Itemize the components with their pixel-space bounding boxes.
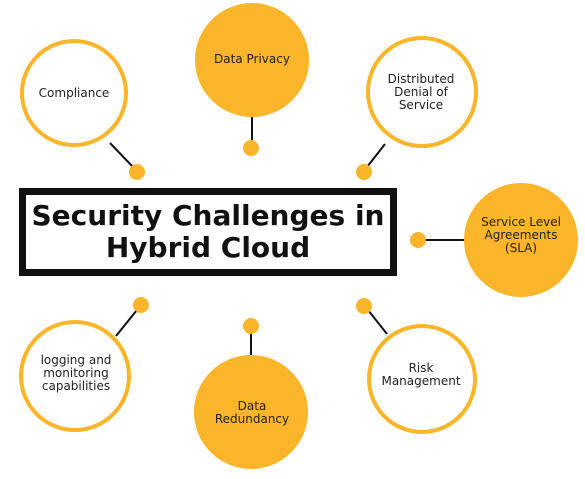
connector-compliance [109, 142, 134, 168]
connector-logging [115, 309, 138, 337]
connector-dot-data-redundancy [243, 318, 259, 334]
central-title-box: Security Challenges in Hybrid Cloud [19, 188, 397, 276]
node-label-compliance: Compliance [38, 85, 110, 100]
connector-ddos [366, 143, 386, 168]
connector-dot-risk-management [356, 298, 372, 314]
node-label-risk-management: Risk Management [381, 361, 461, 388]
connector-dot-sla [410, 232, 426, 248]
node-circle-data-privacy [195, 3, 309, 117]
connector-dot-compliance [129, 164, 145, 180]
node-circle-ddos [366, 36, 478, 148]
node-label-data-privacy: Data Privacy [214, 51, 290, 66]
central-title: Security Challenges in Hybrid Cloud [31, 199, 385, 264]
connector-dot-data-privacy [243, 140, 259, 156]
node-label-data-redundancy: Data Redundancy [214, 399, 290, 426]
node-label-ddos: Distributed Denial of Service [387, 71, 455, 112]
connector-dot-ddos [356, 164, 372, 180]
connector-dot-logging [133, 297, 149, 313]
connector-risk-management [367, 309, 388, 335]
node-circle-compliance [20, 39, 128, 147]
node-label-logging: logging and monitoring capabilities [40, 352, 112, 393]
node-circle-logging [19, 320, 131, 432]
node-circle-risk-management [367, 324, 477, 434]
node-circle-data-redundancy [194, 355, 308, 469]
node-circle-sla [464, 183, 578, 297]
node-label-sla: Service Level Agreements (SLA) [481, 214, 561, 255]
